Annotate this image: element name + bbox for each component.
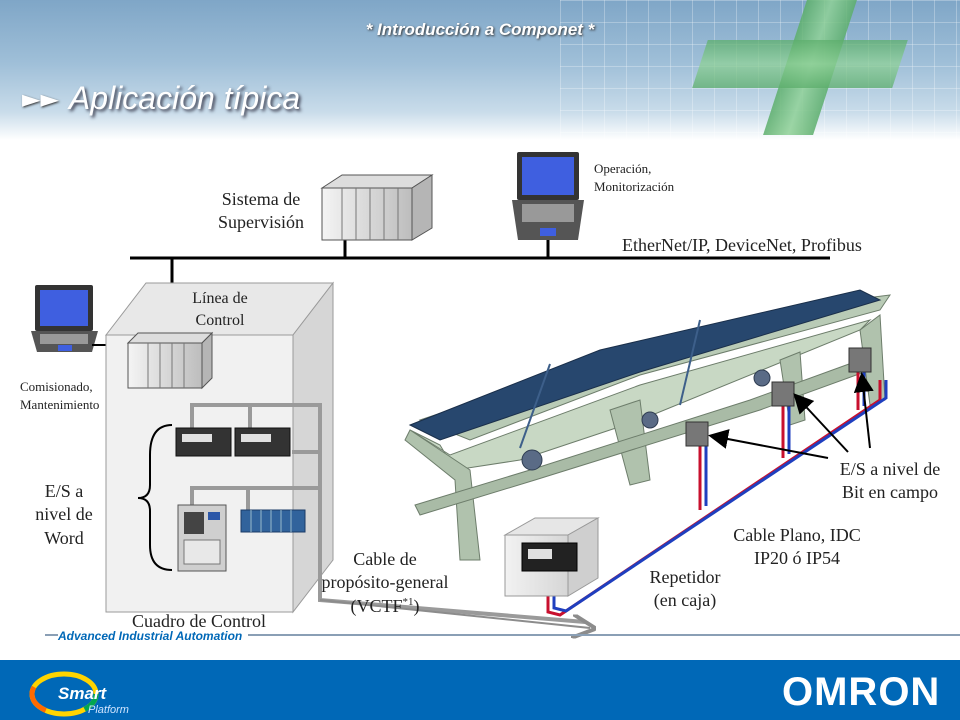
label-commissioning: Comisionado, Mantenimiento [20, 378, 99, 414]
repeater-box [503, 517, 600, 597]
label-text: ) [413, 595, 420, 616]
label-line: Word [44, 527, 84, 548]
label-line: E/S a [44, 481, 84, 501]
supervision-plc-icon [320, 174, 434, 241]
label-line: Sistema de [221, 189, 301, 209]
control-plc-icon [126, 331, 214, 390]
word-io-module-1 [175, 427, 232, 457]
label-line: Comisionado, [20, 379, 93, 394]
label-general-cable: Cable de propósito-general (VCTF*1) [300, 548, 470, 618]
general-cable-arrow [319, 599, 590, 628]
footer-tagline: Advanced Industrial Automation [58, 629, 249, 643]
label-line: Mantenimiento [20, 397, 100, 413]
label-word-io: E/S a nivel de Word [16, 480, 112, 550]
label-line: Repetidor [649, 567, 721, 587]
footer-divider [45, 634, 960, 636]
double-arrow-icon: ►► [22, 84, 59, 113]
label-line: Supervisión [217, 212, 304, 233]
label-line: (VCTF*1) [300, 595, 470, 618]
commissioning-laptop-icon [31, 285, 128, 356]
label-repeater: Repetidor (en caja) [630, 566, 740, 613]
word-io-module-2 [234, 427, 291, 457]
label-line: Operación, [594, 161, 652, 176]
label-bit-io: E/S a nivel de Bit en campo [820, 458, 960, 505]
label-line: Línea de [192, 290, 248, 307]
label-line: E/S a nivel de [839, 459, 941, 479]
label-line: IP20 ó IP54 [753, 548, 840, 569]
slide-title: Aplicación típica [68, 80, 301, 116]
label-operation-monitoring: Operación, Monitorización [594, 160, 674, 196]
word-io-terminal-block [240, 509, 306, 533]
label-control-line: Línea de Control [168, 288, 272, 333]
label-line: Bit en campo [842, 482, 938, 503]
label-network: EtherNet/IP, DeviceNet, Profibus [622, 235, 862, 255]
smart-platform-logo [29, 671, 99, 717]
label-flat-cable: Cable Plano, IDC IP20 ó IP54 [712, 524, 882, 571]
slide-title-row: ►► Aplicación típica [22, 80, 300, 117]
bit-io-pointer-arrows [708, 372, 874, 459]
footnote-marker: *1 [402, 595, 414, 608]
label-line: nivel de [35, 504, 93, 525]
bit-io-box-2 [771, 381, 795, 407]
header-banner [0, 0, 960, 140]
bit-io-box-1 [685, 421, 709, 447]
label-control-cabinet: Cuadro de Control [132, 611, 266, 631]
omron-logo: OMRON [782, 670, 941, 714]
label-text: (VCTF [350, 595, 403, 616]
label-line: Cable de [353, 549, 417, 569]
word-io-brace [137, 424, 173, 571]
conveyor-illustration [404, 289, 892, 561]
logo-word-platform: Platform [88, 704, 129, 716]
bit-io-box-3 [848, 347, 872, 373]
label-line: Control [195, 312, 245, 330]
label-line: propósito-general [321, 572, 449, 593]
word-io-drive-unit [177, 504, 227, 572]
cabinet-cabling [190, 403, 586, 624]
logo-word-smart: Smart [58, 684, 107, 703]
operation-laptop-icon [512, 152, 584, 240]
label-line: Monitorización [594, 179, 675, 195]
label-line: Cable Plano, IDC [733, 525, 861, 545]
label-supervision-system: Sistema de Supervisión [196, 188, 326, 235]
slide-subtitle: * Introducción a Componet * [365, 20, 595, 39]
footer-bar [0, 660, 960, 720]
label-line: (en caja) [653, 590, 717, 611]
